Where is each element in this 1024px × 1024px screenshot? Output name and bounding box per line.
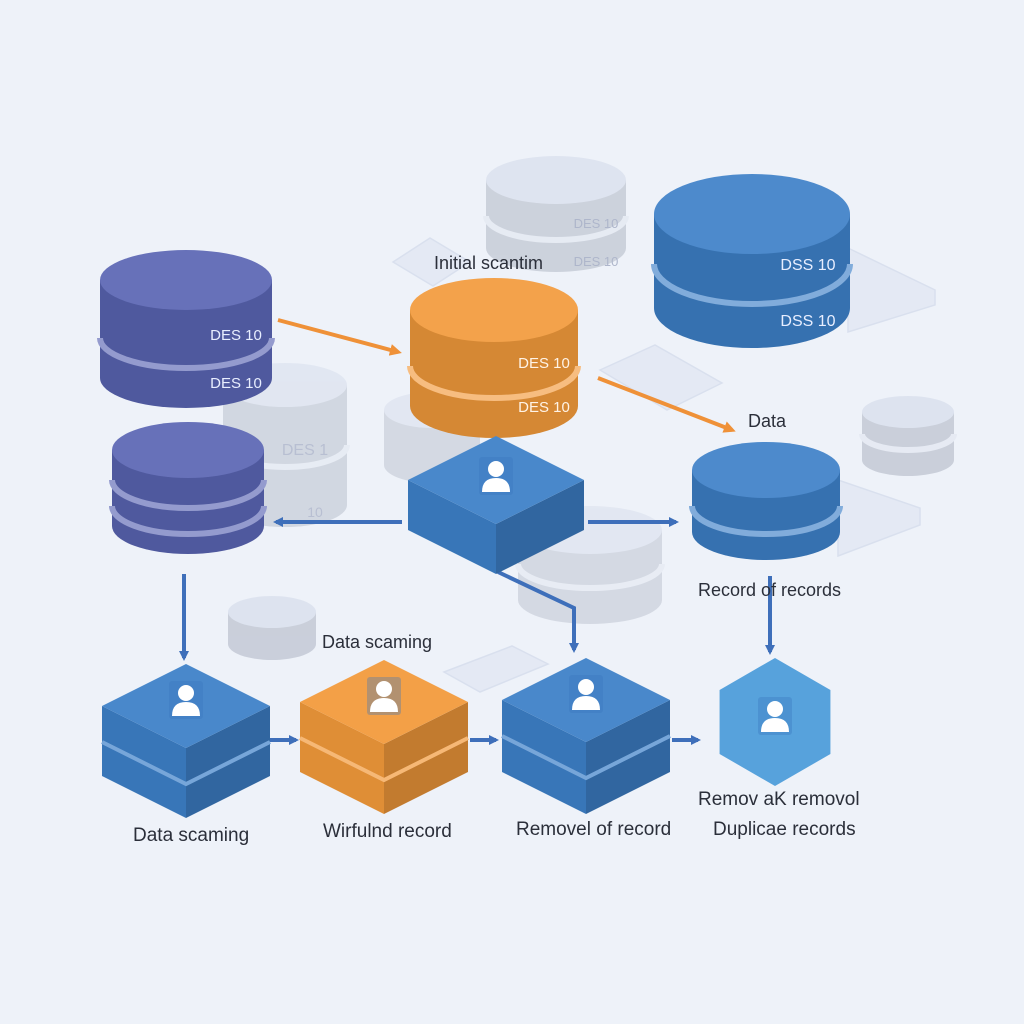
db-orange: DES 10 DES 10 [407,278,581,438]
label-removel-of-record: Removel of record [516,819,672,840]
node-wirfulnd-record [299,660,469,814]
label-duplicate-records: Duplicae records [713,819,856,840]
cylinder-code: DES 10 [210,375,262,392]
cylinder-code: DES 10 [574,216,619,231]
node-duplicate-records [719,658,831,786]
person-icon [367,677,401,715]
cylinder-code: 10 [307,504,323,520]
person-icon [479,457,513,495]
ghost-cylinder-small-left [228,596,316,660]
db-right-mid [689,442,843,560]
cylinder-code: DSS 10 [780,313,835,330]
cylinder-code: DSS 10 [780,257,835,274]
ghost-cylinder-top: DES 10 DES 10 [483,156,629,272]
person-icon [758,697,792,735]
cylinder-code: DES 10 [518,355,570,372]
ghost-tile [391,237,472,287]
label-data-scaming-bottom: Data scaming [133,825,250,846]
label-initial-scanning: Initial scantim [434,253,544,273]
arrow-orange-2 [597,376,736,433]
db-right-top: DSS 10 DSS 10 [651,174,853,348]
label-data: Data [748,411,787,431]
label-wirfulnd-record: Wirfulnd record [323,821,452,842]
cylinder-code: DES 1 [282,442,328,459]
cylinder-code: DES 10 [574,254,619,269]
ghost-panel-right-mid [837,478,921,558]
ghost-panel-bottom [442,645,550,693]
cylinder-code: DES 10 [518,399,570,416]
ghost-panel-center [598,344,724,411]
ghost-cylinder-right [859,396,957,476]
label-remov-removol: Remov aK removol [698,789,860,810]
node-removel-of-record [501,658,671,814]
person-icon [569,675,603,713]
db-left-top: DES 10 DES 10 [97,250,275,408]
label-record-of-records: Record of records [698,580,842,600]
label-data-scaming-mid: Data scaming [322,632,433,652]
node-center-cube [408,436,584,574]
ghost-panel-right-top [847,246,936,334]
arrow-orange-1 [277,318,402,356]
person-icon [169,681,203,719]
arrow-down-center [497,570,579,653]
db-left-bottom [109,422,267,554]
cylinder-code: DES 10 [210,327,262,344]
node-data-scaming [101,664,271,818]
